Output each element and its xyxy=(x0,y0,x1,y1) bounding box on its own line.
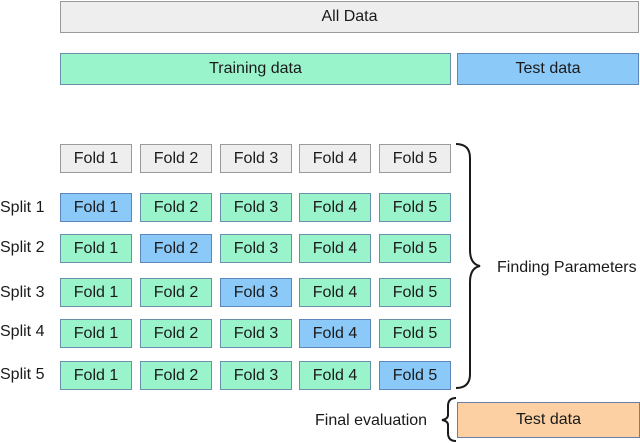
fold-label: Fold 3 xyxy=(233,239,279,257)
fold-label: Fold 2 xyxy=(153,283,199,301)
split-2-fold-5: Fold 5 xyxy=(379,234,451,263)
fold-label: Fold 4 xyxy=(312,324,358,342)
fold-label: Fold 1 xyxy=(73,283,119,301)
test-data-bar: Test data xyxy=(457,53,639,85)
fold-header-label: Fold 5 xyxy=(392,149,438,167)
fold-label: Fold 1 xyxy=(73,324,119,342)
fold-header-label: Fold 2 xyxy=(153,149,199,167)
split-label-2: Split 2 xyxy=(0,239,45,256)
split-3-fold-4: Fold 4 xyxy=(299,278,371,307)
split-label-1: Split 1 xyxy=(0,199,45,216)
split-5-fold-1: Fold 1 xyxy=(60,361,132,390)
fold-label: Fold 2 xyxy=(153,239,199,257)
fold-label: Fold 4 xyxy=(312,366,358,384)
split-2-fold-2: Fold 2 xyxy=(140,234,212,263)
split-4-fold-5: Fold 5 xyxy=(379,319,451,348)
fold-header-label: Fold 1 xyxy=(73,149,119,167)
split-label-4: Split 4 xyxy=(0,323,45,340)
fold-label: Fold 1 xyxy=(73,366,119,384)
split-4-fold-4: Fold 4 xyxy=(299,319,371,348)
training-data-label: Training data xyxy=(209,60,302,77)
final-test-data-label: Test data xyxy=(516,411,581,428)
fold-label: Fold 3 xyxy=(233,366,279,384)
final-evaluation-label: Final evaluation xyxy=(315,412,428,429)
split-3-fold-5: Fold 5 xyxy=(379,278,451,307)
fold-label: Fold 1 xyxy=(73,198,119,216)
split-5-fold-2: Fold 2 xyxy=(140,361,212,390)
split-1-fold-3: Fold 3 xyxy=(220,193,292,222)
split-4-fold-3: Fold 3 xyxy=(220,319,292,348)
fold-label: Fold 3 xyxy=(233,198,279,216)
final-evaluation-brace xyxy=(441,397,457,442)
training-data-bar: Training data xyxy=(60,53,451,85)
test-data-label: Test data xyxy=(515,60,581,77)
all-data-label: All Data xyxy=(321,8,378,25)
fold-label: Fold 2 xyxy=(153,324,199,342)
fold-label: Fold 3 xyxy=(233,283,279,301)
fold-label: Fold 1 xyxy=(73,239,119,257)
split-2-fold-1: Fold 1 xyxy=(60,234,132,263)
fold-header-label: Fold 3 xyxy=(233,149,279,167)
fold-label: Fold 4 xyxy=(312,239,358,257)
split-2-fold-3: Fold 3 xyxy=(220,234,292,263)
final-test-data-box: Test data xyxy=(457,402,640,438)
fold-label: Fold 3 xyxy=(233,324,279,342)
fold-label: Fold 5 xyxy=(392,366,438,384)
fold-label: Fold 2 xyxy=(153,366,199,384)
split-1-fold-5: Fold 5 xyxy=(379,193,451,222)
split-label-3: Split 3 xyxy=(0,284,45,301)
fold-label: Fold 5 xyxy=(392,324,438,342)
split-4-fold-1: Fold 1 xyxy=(60,319,132,348)
all-data-bar: All Data xyxy=(60,1,639,33)
fold-label: Fold 5 xyxy=(392,283,438,301)
split-2-fold-4: Fold 4 xyxy=(299,234,371,263)
fold-header-3: Fold 3 xyxy=(220,144,292,173)
fold-header-2: Fold 2 xyxy=(140,144,212,173)
fold-label: Fold 2 xyxy=(153,198,199,216)
fold-header-1: Fold 1 xyxy=(60,144,132,173)
finding-parameters-label: Finding Parameters xyxy=(497,259,637,276)
split-1-fold-4: Fold 4 xyxy=(299,193,371,222)
split-4-fold-2: Fold 2 xyxy=(140,319,212,348)
fold-label: Fold 5 xyxy=(392,239,438,257)
fold-label: Fold 4 xyxy=(312,283,358,301)
fold-header-5: Fold 5 xyxy=(379,144,451,173)
split-3-fold-3: Fold 3 xyxy=(220,278,292,307)
split-3-fold-1: Fold 1 xyxy=(60,278,132,307)
split-5-fold-5: Fold 5 xyxy=(379,361,451,390)
split-3-fold-2: Fold 2 xyxy=(140,278,212,307)
finding-parameters-brace xyxy=(455,143,481,389)
split-label-5: Split 5 xyxy=(0,366,45,383)
split-1-fold-1: Fold 1 xyxy=(60,193,132,222)
fold-header-4: Fold 4 xyxy=(299,144,371,173)
split-5-fold-3: Fold 3 xyxy=(220,361,292,390)
fold-label: Fold 4 xyxy=(312,198,358,216)
fold-header-label: Fold 4 xyxy=(312,149,358,167)
split-5-fold-4: Fold 4 xyxy=(299,361,371,390)
fold-label: Fold 5 xyxy=(392,198,438,216)
split-1-fold-2: Fold 2 xyxy=(140,193,212,222)
